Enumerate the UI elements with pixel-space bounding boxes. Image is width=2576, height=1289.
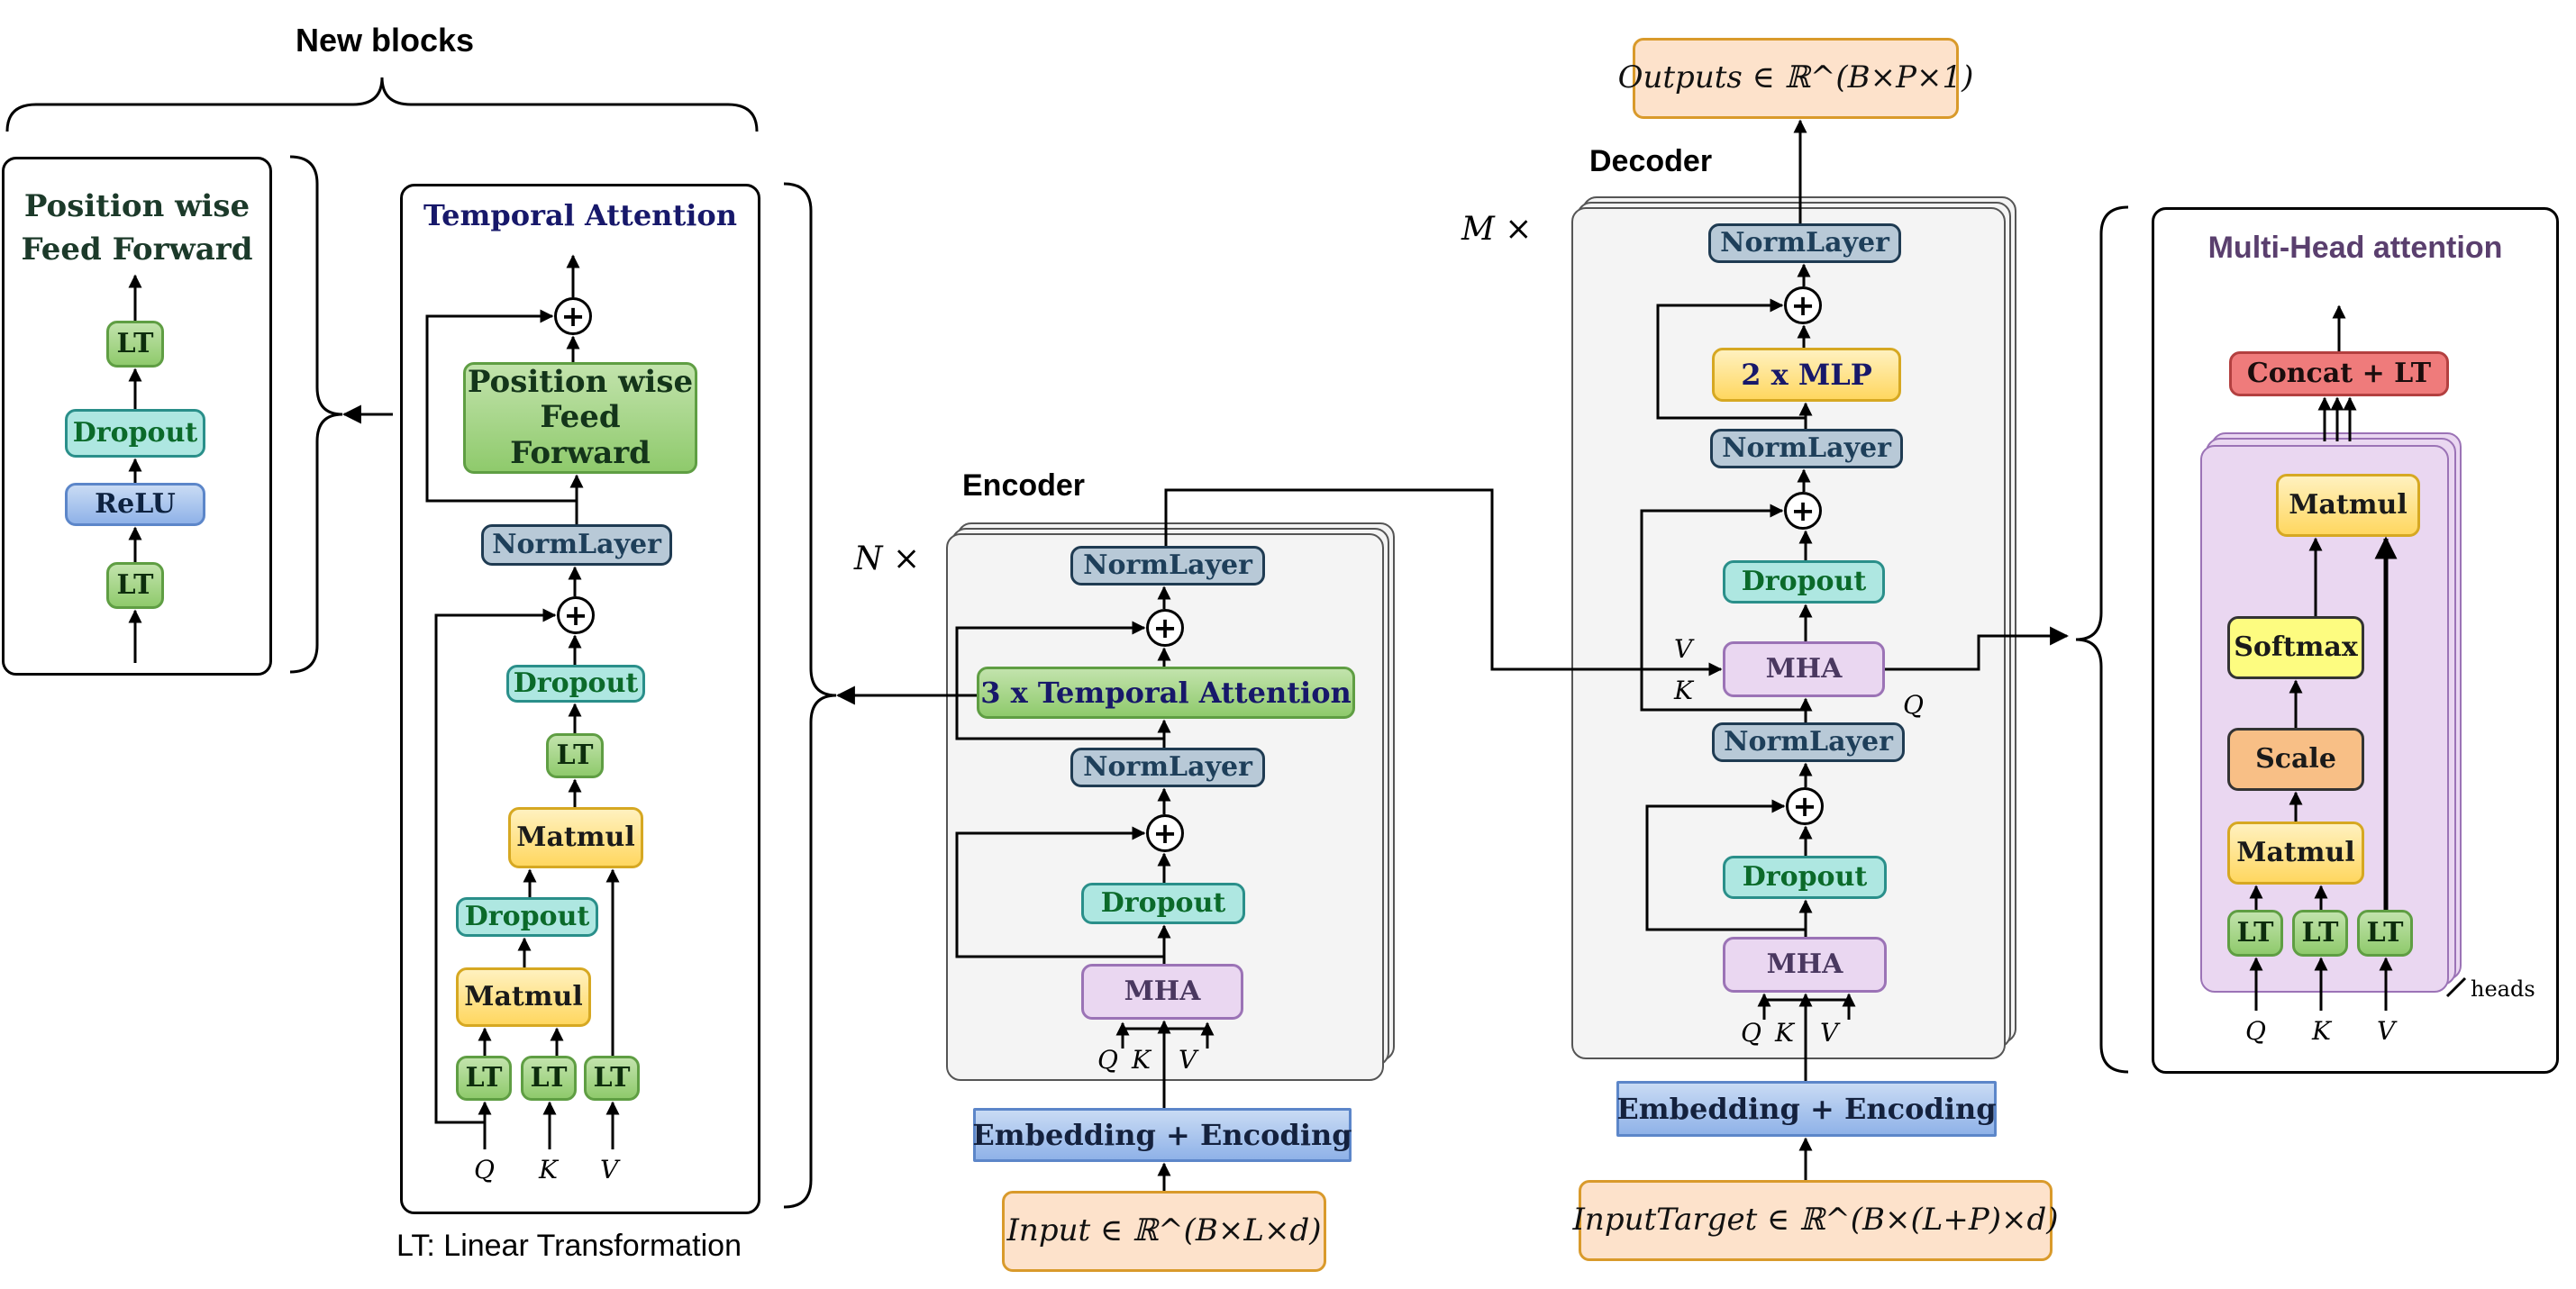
ta-matmul-bottom: Matmul	[456, 967, 591, 1027]
ta-pwff-line2: Feed Forward	[510, 399, 651, 471]
enc-q-label: Q	[1097, 1045, 1118, 1075]
ta-norm: NormLayer	[481, 524, 672, 566]
dec-k-in-label: K	[1775, 1018, 1794, 1048]
mh-scale: Scale	[2227, 728, 2364, 791]
ff-relu: ReLU	[65, 483, 205, 526]
dec-v-label: V	[1674, 634, 1693, 664]
dec-v-in-label: V	[1820, 1018, 1839, 1048]
dec-q-label: Q	[1903, 690, 1924, 720]
dec-norm-3: NormLayer	[1712, 722, 1905, 762]
ta-q-label: Q	[474, 1155, 495, 1185]
ff-panel-title: Position wise Feed Forward	[2, 186, 272, 271]
mh-panel-title: Multi-Head attention	[2207, 231, 2503, 265]
encoder-repeat: N ×	[854, 540, 921, 577]
new-blocks-title: New blocks	[296, 22, 475, 59]
ff-lt-top: LT	[106, 321, 164, 368]
mh-heads-label: heads	[2471, 976, 2535, 1002]
enc-dropout: Dropout	[1081, 883, 1245, 924]
dec-embedding: Embedding + Encoding	[1616, 1081, 1997, 1137]
ff-dropout: Dropout	[65, 409, 205, 458]
enc-mha: MHA	[1081, 964, 1243, 1020]
ta-k-label: K	[539, 1155, 558, 1185]
ff-panel	[2, 157, 272, 676]
mh-k-label: K	[2312, 1016, 2331, 1046]
enc-input: Input ∈ ℝ^(B×L×d)	[1002, 1191, 1326, 1272]
dec-mha-cross: MHA	[1723, 641, 1885, 697]
ta-dropout-top: Dropout	[506, 665, 645, 703]
dec-k-label: K	[1674, 676, 1693, 705]
dec-sum-2: +	[1784, 492, 1822, 530]
dec-output: Outputs ∈ ℝ^(B×P×1)	[1618, 38, 1973, 119]
ta-sum-mid: +	[557, 596, 595, 634]
legend-text: LT: Linear Transformation	[396, 1229, 742, 1263]
dec-dropout-bottom: Dropout	[1723, 856, 1887, 899]
mh-concat: Concat + LT	[2229, 351, 2449, 396]
dec-input-text: InputTarget ∈ ℝ^(B×(L+P)×d)	[1572, 1202, 2059, 1239]
decoder-block	[1571, 207, 2006, 1059]
enc-k-label: K	[1132, 1045, 1151, 1075]
ta-panel-title: Temporal Attention	[423, 198, 737, 232]
dec-mlp: 2 x MLP	[1712, 348, 1901, 402]
ff-lt-bottom: LT	[106, 562, 164, 609]
ff-title-line2: Feed Forward	[21, 231, 253, 268]
enc-v-label: V	[1179, 1045, 1197, 1075]
enc-temporal-attention: 3 x Temporal Attention	[977, 667, 1355, 719]
enc-norm-mid: NormLayer	[1070, 748, 1265, 787]
ta-v-label: V	[600, 1155, 619, 1185]
ta-pwff: Position wise Feed Forward	[463, 362, 697, 474]
mh-v-label: V	[2377, 1016, 2396, 1046]
ta-lt-v: LT	[584, 1056, 640, 1101]
mh-lt-k: LT	[2292, 910, 2348, 957]
mh-lt-v: LT	[2357, 910, 2413, 957]
dec-sum-3: +	[1786, 787, 1824, 825]
decoder-title: Decoder	[1589, 144, 1713, 178]
mh-matmul-top: Matmul	[2276, 474, 2420, 537]
ta-panel	[400, 184, 760, 1214]
encoder-title: Encoder	[962, 468, 1086, 503]
ta-lt-q: LT	[456, 1056, 512, 1101]
mh-q-label: Q	[2245, 1016, 2266, 1046]
enc-norm-top: NormLayer	[1070, 546, 1265, 585]
dec-sum-top: +	[1784, 286, 1822, 324]
dec-norm-top: NormLayer	[1708, 223, 1901, 263]
dec-q-in-label: Q	[1741, 1018, 1761, 1048]
mh-softmax: Softmax	[2227, 616, 2364, 679]
dec-dropout-top: Dropout	[1723, 560, 1885, 604]
mh-panel	[2152, 207, 2559, 1074]
decoder-repeat: M ×	[1461, 211, 1533, 248]
ta-dropout-mid: Dropout	[456, 897, 598, 937]
enc-sum-top: +	[1146, 609, 1184, 647]
ta-lt-mid: LT	[546, 733, 604, 778]
mh-matmul-bottom: Matmul	[2227, 822, 2364, 885]
dec-mha-self: MHA	[1723, 937, 1887, 993]
ff-title-line1: Position wise	[23, 188, 250, 224]
dec-input: InputTarget ∈ ℝ^(B×(L+P)×d)	[1572, 1180, 2059, 1261]
enc-sum-mid: +	[1146, 814, 1184, 852]
ta-matmul-top: Matmul	[508, 807, 643, 868]
enc-input-text: Input ∈ ℝ^(B×L×d)	[1006, 1212, 1322, 1249]
ta-sum-top: +	[554, 297, 592, 335]
ta-pwff-line1: Position wise	[467, 364, 694, 401]
dec-norm-2: NormLayer	[1710, 429, 1903, 468]
ta-lt-k: LT	[521, 1056, 577, 1101]
mh-lt-q: LT	[2227, 910, 2283, 957]
dec-output-text: Outputs ∈ ℝ^(B×P×1)	[1617, 59, 1974, 96]
enc-embedding: Embedding + Encoding	[972, 1108, 1352, 1162]
